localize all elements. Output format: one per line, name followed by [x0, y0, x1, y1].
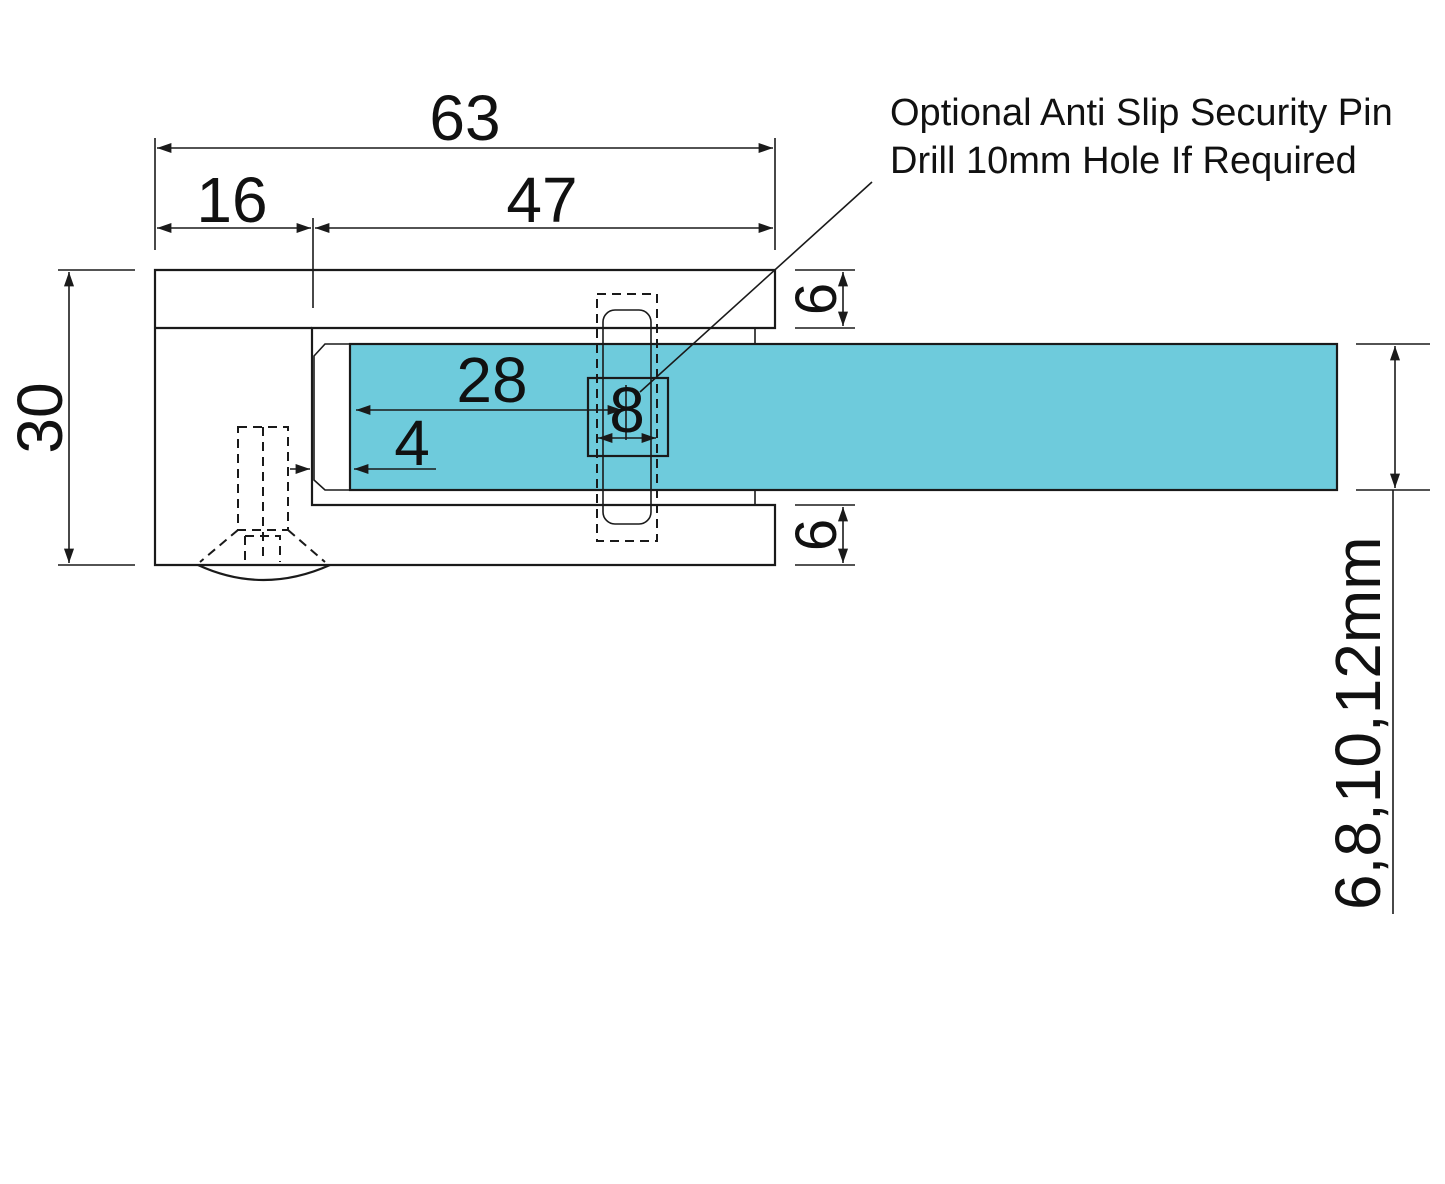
security-pin	[586, 293, 670, 542]
dim-glass-thickness: 6,8,10,12mm	[1322, 536, 1394, 910]
dim-pin-diameter: 8	[609, 374, 645, 446]
note-line-2: Drill 10mm Hole If Required	[890, 140, 1357, 182]
dimension-16-47: 16 47	[157, 164, 773, 308]
dim-overall-width: 63	[429, 82, 500, 154]
dim-right-width: 47	[506, 164, 577, 236]
dim-top-flange: 6	[784, 283, 849, 315]
dim-height: 30	[4, 382, 76, 453]
glass-panel	[348, 342, 1339, 492]
dimension-glass-thickness: 6,8,10,12mm	[1322, 343, 1430, 914]
note-leader	[639, 181, 873, 393]
dim-bottom-flange: 6	[784, 519, 849, 551]
dimension-30: 30	[4, 269, 135, 566]
dim-edge-gap: 4	[394, 407, 430, 479]
dimension-6-top: 6	[784, 269, 855, 329]
dimension-6-bottom: 6	[784, 504, 855, 566]
clamp-body	[153, 268, 777, 567]
dimension-4: 4	[290, 407, 436, 479]
screw-outline	[197, 426, 331, 582]
dim-left-width: 16	[196, 164, 267, 236]
note-line-1: Optional Anti Slip Security Pin	[890, 92, 1393, 134]
dimension-63: 63	[154, 82, 776, 250]
dimension-8: 8	[598, 374, 656, 446]
dim-depth-to-pin: 28	[456, 344, 527, 416]
dimension-28: 28	[356, 344, 627, 440]
